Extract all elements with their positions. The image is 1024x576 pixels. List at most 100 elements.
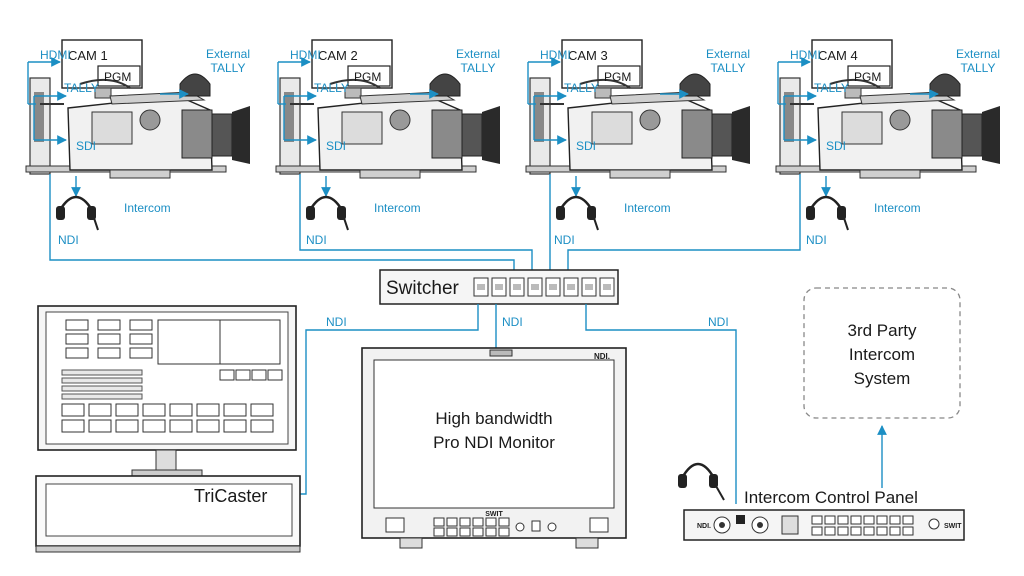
tricaster-key xyxy=(250,403,274,417)
external-tally-label-line2: TALLY xyxy=(211,61,246,75)
sdi-label: SDI xyxy=(76,139,96,153)
intercom-key xyxy=(837,515,849,525)
intercom-key xyxy=(902,515,914,525)
monitor-key xyxy=(433,527,445,537)
intercom-label: Intercom xyxy=(624,201,671,215)
monitor-key xyxy=(485,517,497,527)
switcher: Switcher xyxy=(379,269,619,305)
intercom-key xyxy=(850,515,862,525)
intercom-key xyxy=(811,515,823,525)
monitor-key xyxy=(446,517,458,527)
intercom-panel-label: Intercom Control Panel xyxy=(744,488,918,507)
ndi-output-lines xyxy=(300,304,887,504)
external-tally-label-line2: TALLY xyxy=(461,61,496,75)
intercom-key xyxy=(863,526,875,536)
pro-monitor-badge: NDI. xyxy=(594,352,610,361)
tricaster-key xyxy=(142,403,166,417)
tricaster-key xyxy=(129,347,153,359)
tricaster-key xyxy=(97,333,121,345)
pro-monitor-line2: Pro NDI Monitor xyxy=(433,433,555,452)
ndi-panel-label: NDI xyxy=(708,315,729,329)
intercom-key xyxy=(824,526,836,536)
tricaster-key xyxy=(129,319,153,331)
external-tally-label-line1: External xyxy=(956,47,1000,61)
monitor-key xyxy=(498,517,510,527)
monitor-key xyxy=(459,527,471,537)
tricaster-key xyxy=(267,369,283,381)
tricaster: TriCaster xyxy=(35,305,301,553)
ndi-label: NDI xyxy=(554,233,575,247)
tricaster-key xyxy=(115,419,139,433)
monitor-key xyxy=(498,527,510,537)
monitor-key xyxy=(446,527,458,537)
external-tally-label-line1: External xyxy=(206,47,250,61)
monitor-pgm-badge: PGM xyxy=(354,70,381,84)
tricaster-key xyxy=(61,419,85,433)
tally-label: TALLY xyxy=(314,81,349,95)
tricaster-key xyxy=(219,369,235,381)
intercom-label: Intercom xyxy=(874,201,921,215)
external-tally-label-line2: TALLY xyxy=(961,61,996,75)
tricaster-key xyxy=(65,347,89,359)
intercom-key xyxy=(863,515,875,525)
camera-name: CAM 1 xyxy=(68,48,108,63)
intercom-key xyxy=(876,526,888,536)
ndi-label: NDI xyxy=(306,233,327,247)
tricaster-key xyxy=(65,319,89,331)
monitor-key xyxy=(485,527,497,537)
monitor-key xyxy=(472,527,484,537)
third-party-line2: Intercom xyxy=(849,345,915,364)
tricaster-label: TriCaster xyxy=(194,486,267,506)
sdi-label: SDI xyxy=(826,139,846,153)
intercom-key xyxy=(824,515,836,525)
monitor-key xyxy=(433,517,445,527)
tally-label: TALLY xyxy=(564,81,599,95)
tricaster-key xyxy=(251,369,267,381)
monitor-pgm-badge: PGM xyxy=(604,70,631,84)
tricaster-key xyxy=(235,369,251,381)
camera-name: CAM 2 xyxy=(318,48,358,63)
monitor-pgm-badge: PGM xyxy=(104,70,131,84)
tricaster-key xyxy=(196,419,220,433)
intercom-key xyxy=(850,526,862,536)
ndi-label: NDI xyxy=(806,233,827,247)
intercom-key xyxy=(811,526,823,536)
intercom-key xyxy=(889,526,901,536)
tricaster-key xyxy=(88,403,112,417)
tally-label: TALLY xyxy=(64,81,99,95)
sdi-label: SDI xyxy=(576,139,596,153)
hdmi-label: HDMI xyxy=(40,48,71,62)
hdmi-label: HDMI xyxy=(540,48,571,62)
monitor-key xyxy=(459,517,471,527)
intercom-label: Intercom xyxy=(124,201,171,215)
pro-ndi-monitor: NDI. High bandwidth Pro NDI Monitor SWIT xyxy=(361,347,627,549)
intercom-panel-brand: SWIT xyxy=(944,523,962,530)
intercom-key xyxy=(876,515,888,525)
tricaster-key xyxy=(115,403,139,417)
third-party-intercom: 3rd Party Intercom System xyxy=(803,287,961,419)
tricaster-key xyxy=(97,347,121,359)
intercom-panel-badge: NDI. xyxy=(697,523,711,530)
camera-name: CAM 3 xyxy=(568,48,608,63)
tricaster-key xyxy=(142,419,166,433)
intercom-control-panel: Intercom Control Panel NDI. SWIT xyxy=(678,462,965,541)
external-tally-label-line1: External xyxy=(706,47,750,61)
camera-name: CAM 4 xyxy=(818,48,858,63)
tricaster-key xyxy=(223,419,247,433)
sdi-label: SDI xyxy=(326,139,346,153)
hdmi-label: HDMI xyxy=(290,48,321,62)
ndi-tricaster-label: NDI xyxy=(326,315,347,329)
switcher-label: Switcher xyxy=(386,278,460,299)
tricaster-key xyxy=(250,419,274,433)
tricaster-key xyxy=(196,403,220,417)
tricaster-key xyxy=(88,419,112,433)
monitor-key xyxy=(472,517,484,527)
tricaster-key xyxy=(223,403,247,417)
tricaster-key xyxy=(129,333,153,345)
tricaster-key xyxy=(97,319,121,331)
